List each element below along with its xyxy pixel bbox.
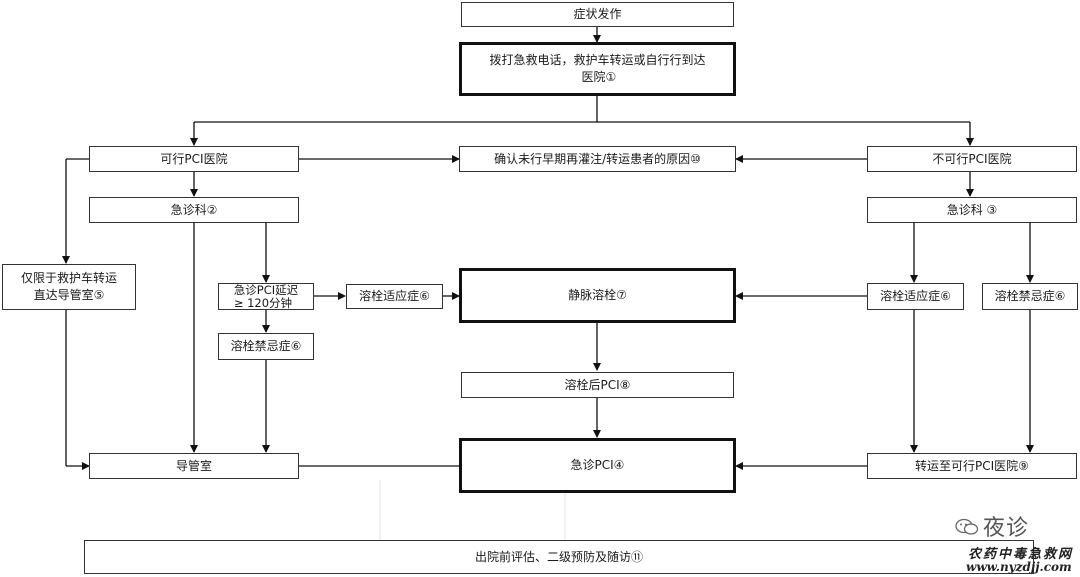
- lysis-indication-right-label: 溶栓适应症⑥: [880, 289, 951, 303]
- pci-capable-hospital-box: 可行PCI医院: [89, 146, 299, 172]
- non-pci-label: 不可行PCI医院: [932, 151, 1012, 166]
- call-ambulance-box: 拨打急救电话，救护车转运或自行行到达 医院①: [459, 42, 736, 96]
- delay-label-line1: 急诊PCI延迟: [233, 282, 299, 297]
- er-right-box: 急诊科 ③: [867, 197, 1077, 223]
- non-pci-hospital-box: 不可行PCI医院: [867, 146, 1077, 172]
- iv-thrombolysis-box: 静脉溶栓⑦: [459, 268, 736, 323]
- onset-label: 症状发作: [573, 7, 622, 21]
- transfer-pci-label: 转运至可行PCI医院⑨: [915, 458, 1029, 473]
- onset-box: 症状发作: [461, 2, 734, 27]
- pci-delay-box: 急诊PCI延迟 ≥ 120分钟: [218, 283, 314, 310]
- watermark-brand: 夜诊: [983, 516, 1030, 541]
- confirm-reason-box: 确认未行早期再灌注/转运患者的原因⑩: [459, 146, 736, 172]
- call-label-line1: 拨打急救电话，救护车转运或自行行到达: [489, 53, 706, 67]
- er-right-label: 急诊科 ③: [946, 202, 998, 217]
- lysis-contra-left-box: 溶栓禁忌症⑥: [218, 333, 314, 360]
- iv-thrombolysis-label: 静脉溶栓⑦: [568, 288, 627, 302]
- watermark-site-name: 农药中毒急救网: [968, 547, 1074, 562]
- call-label-line2: 医院①: [581, 70, 617, 84]
- ambulance-label-line1: 仅限于救护车转运: [20, 271, 117, 285]
- delay-label-line2: ≥ 120分钟: [233, 295, 293, 310]
- ambulance-direct-box: 仅限于救护车转运 直达导管室⑤: [2, 264, 136, 310]
- lysis-indication-right-box: 溶栓适应症⑥: [867, 283, 964, 310]
- lysis-indication-left-box: 溶栓适应症⑥: [346, 284, 443, 309]
- discharge-label: 出院前评估、二级预防及随访⑪: [474, 549, 643, 564]
- wechat-icon: [955, 518, 979, 535]
- lysis-contra-left-label: 溶栓禁忌症⑥: [230, 339, 302, 353]
- cath-lab-label: 导管室: [175, 458, 212, 473]
- transfer-pci-box: 转运至可行PCI医院⑨: [867, 453, 1077, 479]
- post-lysis-pci-box: 溶栓后PCI⑧: [461, 372, 734, 398]
- confirm-reason-label: 确认未行早期再灌注/转运患者的原因⑩: [494, 151, 701, 166]
- cath-lab-box: 导管室: [89, 453, 299, 479]
- discharge-box: 出院前评估、二级预防及随访⑪: [84, 540, 1034, 574]
- pci-capable-label: 可行PCI医院: [160, 151, 228, 166]
- er-left-label: 急诊科②: [170, 202, 218, 217]
- lysis-contra-right-box: 溶栓禁忌症⑥: [982, 283, 1078, 310]
- emergency-pci-label: 急诊PCI④: [570, 458, 625, 472]
- lysis-indication-left-label: 溶栓适应症⑥: [359, 289, 430, 303]
- er-left-box: 急诊科②: [89, 197, 299, 223]
- emergency-pci-box: 急诊PCI④: [459, 438, 736, 493]
- watermark-site-url: www.nyzdjj.com: [966, 560, 1072, 574]
- post-lysis-pci-label: 溶栓后PCI⑧: [564, 377, 631, 392]
- ambulance-label-line2: 直达导管室⑤: [33, 288, 105, 302]
- lysis-contra-right-label: 溶栓禁忌症⑥: [994, 289, 1066, 303]
